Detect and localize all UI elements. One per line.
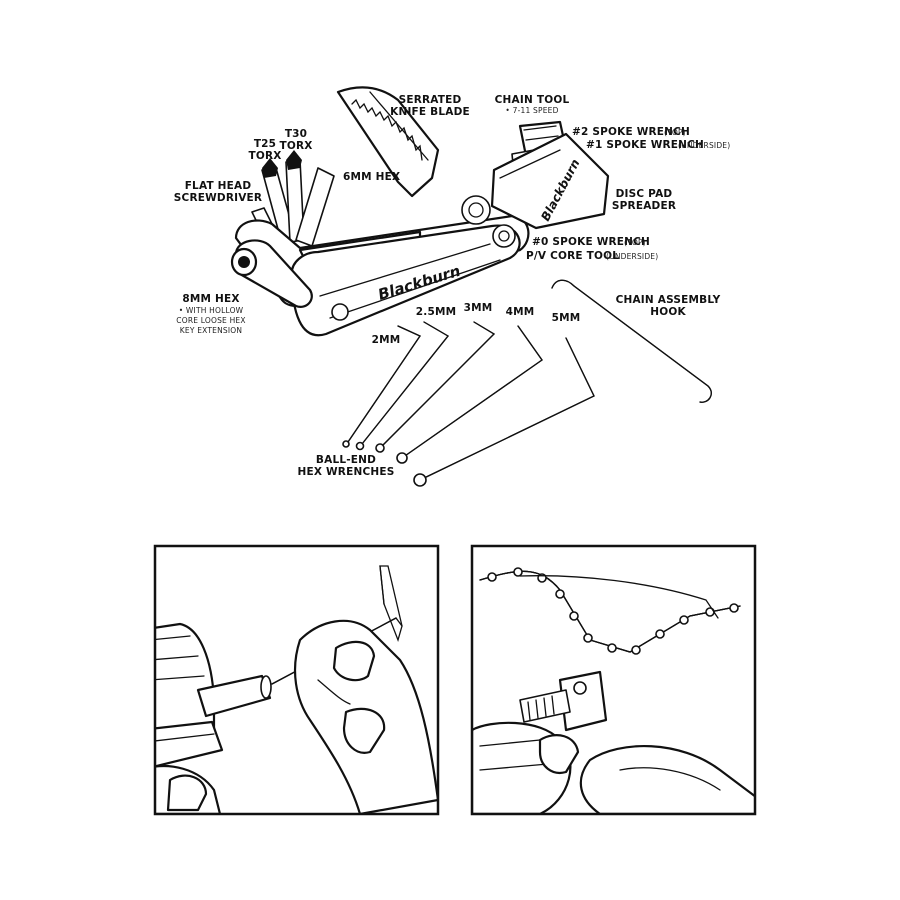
label-ballend-1: BALL-END: [316, 454, 376, 466]
label-3mm: 3MM: [464, 302, 493, 314]
label-chain-tool: CHAIN TOOL: [495, 94, 570, 106]
bike-chain: [480, 568, 740, 654]
label-ballend-2: HEX WRENCHES: [298, 466, 395, 478]
label-discpad-2: SPREADER: [612, 200, 676, 212]
label-6mm-hex: 6MM HEX: [343, 171, 400, 183]
label-spoke-1-note: (UNDERSIDE): [678, 141, 730, 150]
multi-tool: Blackburn Blackburn: [232, 87, 608, 335]
label-8mm-sub2: CORE LOOSE HEX: [176, 316, 245, 325]
callout-labels: SERRATED KNIFE BLADE CHAIN TOOL • 7-11 S…: [174, 94, 731, 478]
label-t30-2: TORX: [279, 140, 312, 152]
right-panel-hand: [581, 746, 760, 814]
label-t30-1: T30: [285, 128, 307, 140]
ball-end-hex-wrenches: [343, 322, 594, 486]
label-flathead-1: FLAT HEAD: [185, 180, 252, 192]
panel-left: [140, 546, 438, 814]
label-chain-tool-sub: • 7-11 SPEED: [505, 106, 558, 115]
label-flathead-2: SCREWDRIVER: [174, 192, 262, 204]
label-discpad-1: DISC PAD: [616, 188, 673, 200]
label-5mm: 5MM: [552, 312, 581, 324]
label-hook-2: HOOK: [650, 306, 686, 318]
label-pv-core-note: (UNDERSIDE): [606, 252, 658, 261]
wrench-4mm: [402, 326, 542, 458]
label-8mm-hex: 8MM HEX: [182, 293, 239, 305]
label-t25-1: T25: [254, 138, 276, 150]
label-hook-1: CHAIN ASSEMBLY: [616, 294, 721, 306]
label-4mm: 4MM: [506, 306, 535, 318]
label-8mm-sub3: KEY EXTENSION: [180, 326, 242, 335]
label-2mm: 2MM: [372, 334, 401, 346]
panel-right: [472, 546, 760, 814]
label-25mm: 2.5MM: [416, 306, 457, 318]
label-serrated-1: SERRATED: [399, 94, 462, 106]
label-serrated-2: KNIFE BLADE: [390, 106, 470, 118]
label-spoke-0-note: (TOP): [624, 238, 646, 247]
label-8mm-sub1: • WITH HOLLOW: [179, 306, 244, 315]
label-spoke-2-note: (TOP): [664, 128, 686, 137]
label-t25-2: TORX: [248, 150, 281, 162]
